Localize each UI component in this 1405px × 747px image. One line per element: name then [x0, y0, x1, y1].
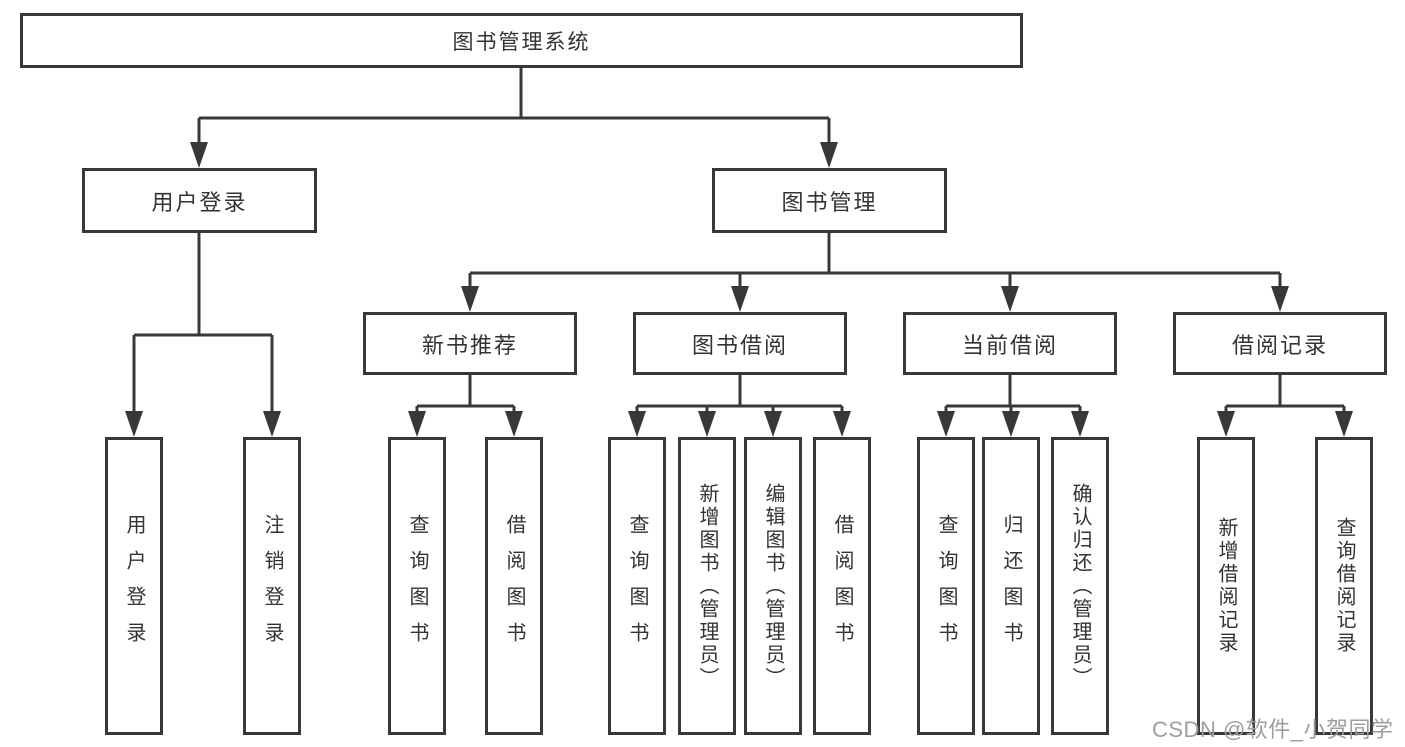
node-user-login: 用户登录: [82, 168, 317, 233]
node-library-management-system: 图书管理系统: [20, 13, 1023, 68]
leaf-return-books: 归还图书: [982, 437, 1040, 735]
leaf-confirm-return-admin: 确认归还（管理员）: [1051, 437, 1109, 735]
node-book-management: 图书管理: [712, 168, 947, 233]
leaf-query-books-recommend: 查询图书: [388, 437, 446, 735]
node-current-borrowing: 当前借阅: [903, 312, 1117, 375]
leaf-borrow-books-recommend: 借阅图书: [485, 437, 543, 735]
node-book-borrowing: 图书借阅: [633, 312, 847, 375]
leaf-add-borrow-record: 新增借阅记录: [1197, 437, 1255, 735]
node-new-book-recommend: 新书推荐: [363, 312, 577, 375]
leaf-user-login: 用户登录: [105, 437, 163, 735]
leaf-logout: 注销登录: [243, 437, 301, 735]
leaf-query-books-current: 查询图书: [917, 437, 975, 735]
csdn-watermark: CSDN @软件_小贺同学: [1152, 717, 1394, 742]
leaf-add-books-admin: 新增图书（管理员）: [678, 437, 736, 735]
leaf-query-borrow-record: 查询借阅记录: [1315, 437, 1373, 735]
node-borrowing-records: 借阅记录: [1173, 312, 1387, 375]
leaf-borrow-books: 借阅图书: [813, 437, 871, 735]
leaf-query-books-borrow: 查询图书: [608, 437, 666, 735]
leaf-edit-books-admin: 编辑图书（管理员）: [744, 437, 802, 735]
